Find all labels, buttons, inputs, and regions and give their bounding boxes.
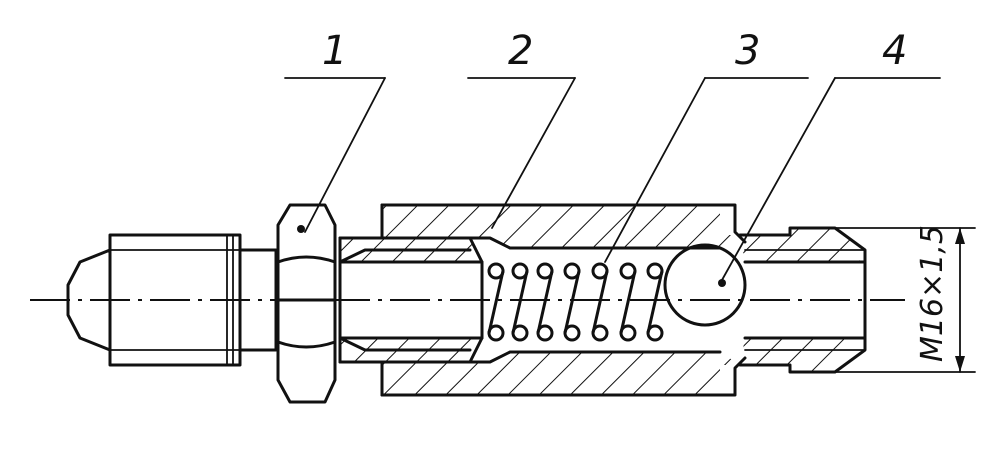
callout-leaders (284, 77, 941, 281)
callout-number-4: 4 (882, 28, 907, 74)
callout-number-1: 1 (322, 28, 347, 74)
valve-body (380, 203, 747, 397)
callout-number-3: 3 (735, 28, 760, 74)
nut-center-mark (297, 225, 305, 233)
thread-dimension: M16×1,5 (834, 225, 976, 373)
inlet-tube-section (338, 236, 484, 364)
valve-ball (663, 243, 747, 327)
outlet-fitting (738, 226, 867, 374)
callout-number-2: 2 (508, 28, 533, 74)
coil-spring (487, 262, 664, 342)
hex-nut (276, 203, 337, 404)
thread-dimension-label: M16×1,5 (915, 225, 950, 362)
left-nipple (66, 233, 278, 367)
